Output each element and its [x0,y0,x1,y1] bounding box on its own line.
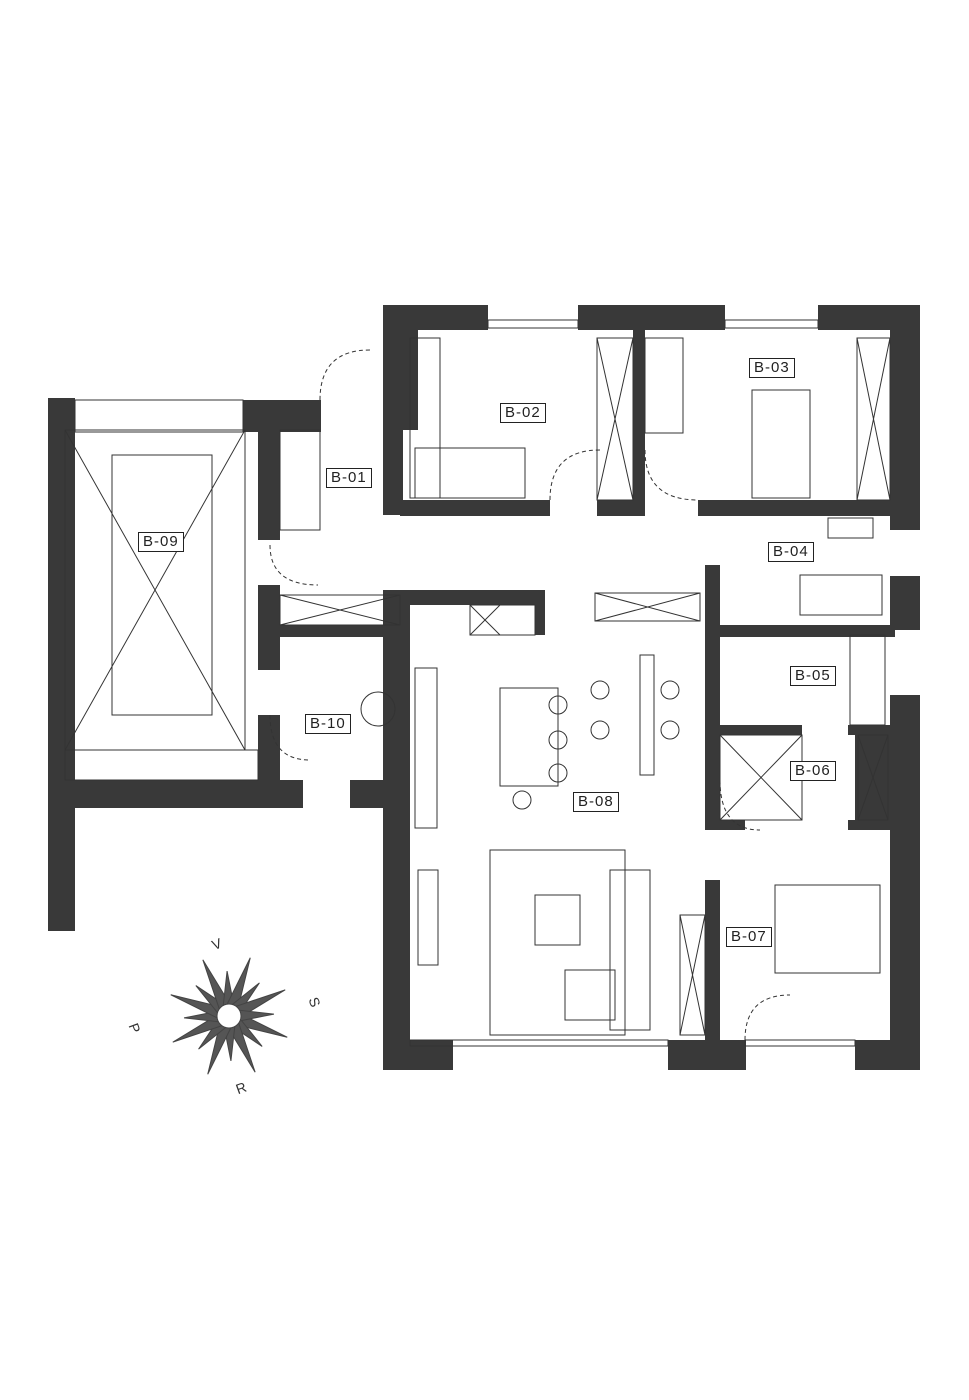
compass-center [216,1003,242,1029]
wall [48,398,75,931]
wall [383,1040,453,1070]
fixture-outline [417,869,439,966]
fixture-outline [74,399,244,433]
fixture-outline [279,429,321,531]
door-swing [269,714,311,761]
fixture-outline [279,594,401,626]
fixture-outline [594,592,701,622]
door-swing [269,544,319,586]
chair [660,680,680,700]
wardrobe-cross-line [719,734,803,821]
wall [535,590,545,635]
fixture-outline [409,1039,669,1047]
fixture-outline [609,869,651,1031]
wardrobe-cross-line [856,337,891,501]
fixture-outline [774,884,881,974]
fixture-outline [799,574,883,616]
wall [258,430,280,540]
fixture-outline [414,447,526,499]
fixture-outline [644,337,684,434]
fixture-outline [751,389,811,499]
fixture-outline [64,749,259,781]
round-table [360,691,396,727]
room-label-b03: B-03 [749,358,795,378]
fixture-outline [469,604,536,636]
wall [383,590,410,1070]
wardrobe-cross-line [596,337,634,501]
wall [258,585,280,670]
chair [548,695,568,715]
chair [512,790,532,810]
wall [705,880,720,1045]
wall [698,500,908,516]
chair [590,680,610,700]
chair [548,730,568,750]
fixtures [64,319,891,1047]
room-label-b10: B-10 [305,714,351,734]
room-label-b08: B-08 [573,792,619,812]
wall [855,1040,920,1070]
fixture-outline [111,454,213,716]
room-label-b09: B-09 [138,532,184,552]
fixture-outline [827,517,874,539]
wardrobe-cross-line [594,592,701,622]
fixture-outline [414,667,438,829]
walls [48,305,920,1070]
wall [400,500,550,516]
wall [383,305,403,515]
room-label-b01: B-01 [326,468,372,488]
door-swing [719,779,761,831]
wall [705,820,745,830]
wall [270,625,400,637]
fixture-outline [596,337,634,501]
wall [258,715,280,780]
wall [890,576,920,630]
wardrobe-cross-line [469,604,501,636]
room-label-b04: B-04 [768,542,814,562]
wall [705,565,720,830]
fixture-outline [857,734,889,821]
wall [400,305,418,430]
fixture-outline [724,319,819,329]
fixture-outline [534,894,581,946]
fixture-outline [499,687,559,787]
wall [400,590,545,605]
door-swing [319,349,371,401]
door-swing [744,994,791,1041]
chair [590,720,610,740]
wall [720,725,802,735]
room-label-b02: B-02 [500,403,546,423]
wall [243,400,321,432]
fixture-outline [679,914,706,1036]
wall [890,695,920,1070]
wall [633,330,645,515]
fixture-outline [639,654,655,776]
wardrobe-cross-line [679,914,706,1036]
door-swing [644,449,699,501]
room-label-b07: B-07 [726,927,772,947]
fixture-outline [856,337,891,501]
fixture-outline [489,849,626,1036]
wardrobe-cross-line [857,734,889,821]
compass-rose-icon [170,957,288,1075]
wardrobe-cross-line [64,429,246,751]
wardrobe-cross-line [279,594,401,626]
chair [660,720,680,740]
fixture-outline [849,634,886,726]
wall [48,780,303,808]
door-swing [549,449,601,501]
fixture-outline [487,319,579,329]
room-label-b05: B-05 [790,666,836,686]
fixture-outline [744,1039,856,1047]
wall [705,625,895,637]
wall [890,305,920,530]
chair [548,763,568,783]
fixture-outline [564,969,616,1021]
wall [578,305,725,330]
room-label-b06: B-06 [790,761,836,781]
